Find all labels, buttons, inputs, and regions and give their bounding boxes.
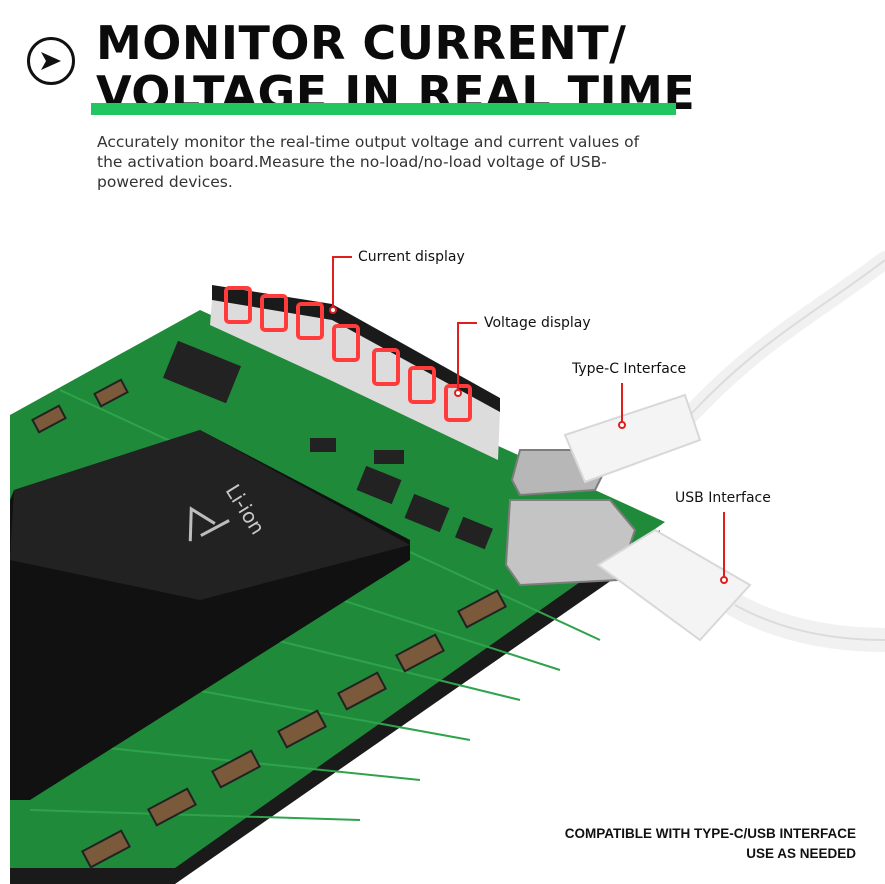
- callout-current-display: Current display: [358, 249, 465, 265]
- recycle-icon: [188, 506, 230, 542]
- callout-type-c-interface: Type-C Interface: [572, 361, 687, 377]
- small-components: [310, 438, 493, 550]
- callout-voltage-display: Voltage display: [484, 315, 591, 331]
- callout-lines: [329, 256, 728, 584]
- usb-plug: [596, 528, 752, 642]
- description: Accurately monitor the real-time output …: [97, 133, 640, 191]
- current-digits: [224, 286, 360, 362]
- usb-cable-outline: [734, 604, 885, 641]
- display-housing: [210, 300, 500, 460]
- callout-usb-interface: USB Interface: [675, 490, 771, 506]
- compat-line-1: COMPATIBLE WITH TYPE-C/USB INTERFACE: [564, 826, 856, 841]
- page-title: MONITOR CURRENT/ VOLTAGE IN REAL TIME: [96, 18, 695, 118]
- battery-top: [10, 430, 410, 600]
- title-line-1: MONITOR CURRENT/: [96, 16, 627, 70]
- compatibility-note: COMPATIBLE WITH TYPE-C/USB INTERFACE USE…: [565, 824, 856, 864]
- board-connectors: [31, 378, 508, 869]
- ic-chip: [162, 340, 242, 404]
- play-arrow-icon: [41, 52, 61, 70]
- product-illustration: Li-ion: [10, 251, 885, 884]
- type-c-cable: [681, 251, 885, 424]
- arrow-badge: [27, 37, 75, 85]
- usb-cable: [723, 593, 885, 652]
- title-underline: [91, 103, 676, 115]
- compat-line-2: USE AS NEEDED: [746, 846, 856, 861]
- type-c-plug: [563, 393, 702, 484]
- type-c-cable-outline: [689, 259, 885, 416]
- display-face: [212, 285, 500, 412]
